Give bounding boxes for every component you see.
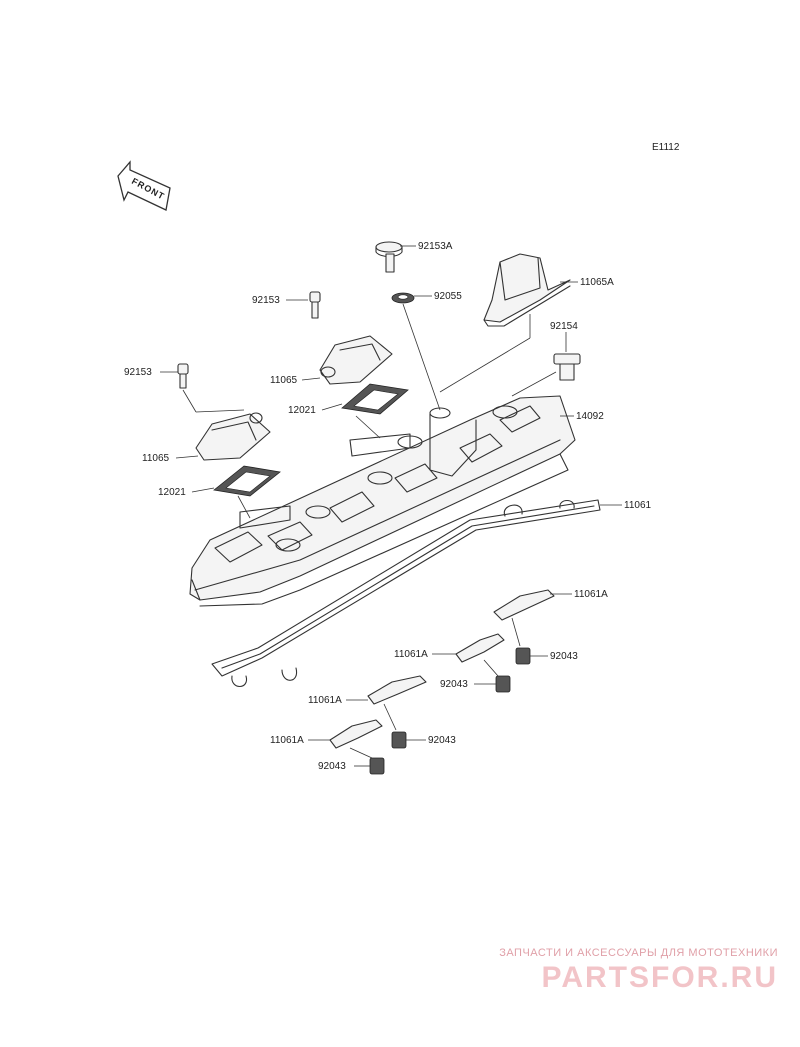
seal-11061A-3-drawing [367, 675, 427, 705]
cover-11065-upper-drawing [319, 335, 393, 385]
bushing-92043-2-drawing [495, 675, 511, 693]
label-11061: 11061 [624, 500, 652, 511]
watermark: ЗАПЧАСТИ И АКСЕССУАРЫ ДЛЯ МОТОТЕХНИКИ PA… [499, 947, 778, 995]
cover-11065-lower-drawing [195, 412, 271, 461]
label-92153-upper: 92153 [252, 295, 280, 306]
diagram-code: E1112 [652, 142, 680, 153]
label-11061A-1: 11061A [574, 589, 608, 600]
label-11065-lower: 11065 [142, 453, 170, 464]
cover-11065A-drawing [483, 253, 571, 327]
seal-11061A-2-drawing [455, 633, 505, 663]
watermark-brand: PARTSFOR.RU [541, 961, 778, 994]
washer-92055-drawing [391, 292, 415, 304]
leader-lines [160, 245, 622, 767]
label-92153-lower: 92153 [124, 367, 152, 378]
label-11061A-4: 11061A [270, 735, 304, 746]
gasket-12021-upper-drawing [341, 383, 409, 415]
label-92043-2: 92043 [440, 679, 468, 690]
watermark-tagline: ЗАПЧАСТИ И АКСЕССУАРЫ ДЛЯ МОТОТЕХНИКИ [499, 947, 778, 959]
seal-11061A-4-drawing [329, 719, 383, 749]
label-92153A: 92153A [418, 241, 453, 252]
label-12021-upper: 12021 [288, 405, 316, 416]
label-92043-3: 92043 [428, 735, 456, 746]
label-92043-4: 92043 [318, 761, 346, 772]
valve-cover-drawing [189, 395, 576, 607]
label-92043-1: 92043 [550, 651, 578, 662]
bushing-92043-1-drawing [515, 647, 531, 665]
label-92154: 92154 [550, 321, 578, 332]
seal-11061A-1-drawing [493, 589, 555, 621]
bolt-92153-lower-drawing [177, 363, 189, 389]
part-labels: 92153A 92055 11065A 92153 92154 11065 92… [124, 241, 652, 772]
label-14092: 14092 [576, 411, 604, 422]
front-arrow-icon: FRONT [117, 160, 171, 211]
label-92055: 92055 [434, 291, 462, 302]
gasket-12021-lower-drawing [213, 465, 281, 497]
gasket-drawing [211, 499, 601, 688]
bushing-92043-4-drawing [369, 757, 385, 775]
label-11061A-3: 11061A [308, 695, 342, 706]
plug-92154-drawing [553, 353, 581, 381]
bolt-92153-upper-drawing [309, 291, 321, 319]
bolt-92153A-drawing [375, 241, 403, 273]
bushing-92043-3-drawing [391, 731, 407, 749]
label-11065A: 11065A [580, 277, 614, 288]
label-12021-lower: 12021 [158, 487, 186, 498]
label-11065-upper: 11065 [270, 375, 298, 386]
label-11061A-2: 11061A [394, 649, 428, 660]
